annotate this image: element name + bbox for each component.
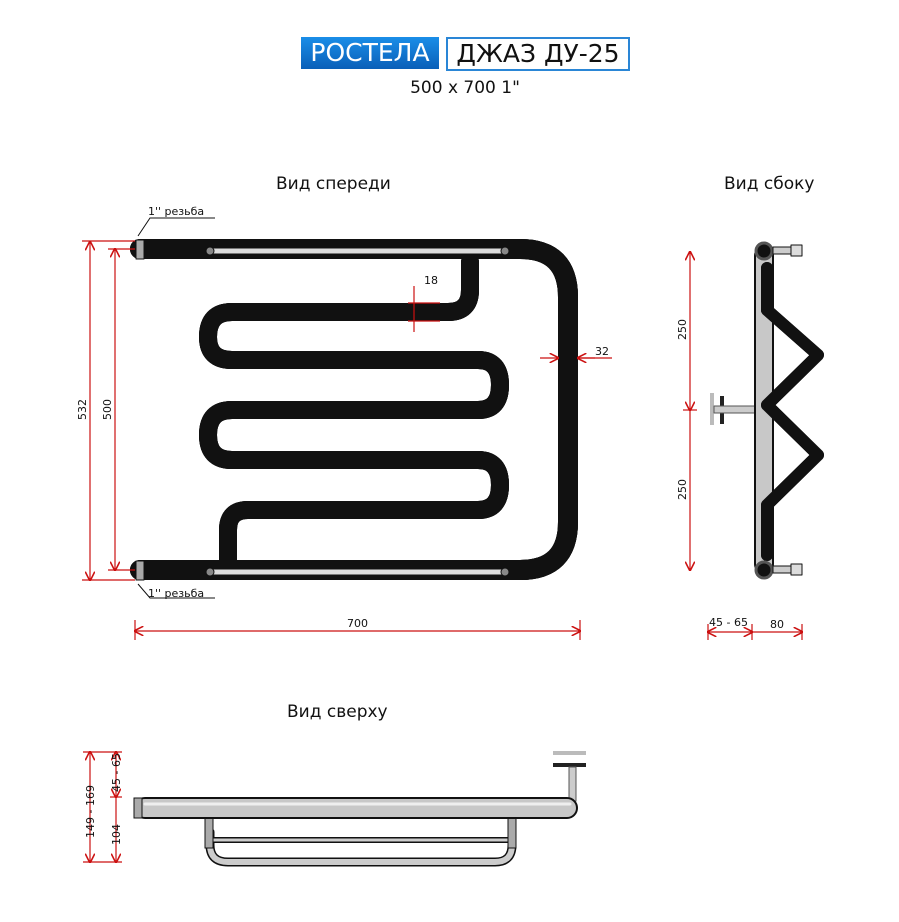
side-lower-label: 250 [676,479,689,500]
side-wall-gap-label: 45 - 65 [709,616,748,629]
side-upper-label: 250 [676,319,689,340]
top-total-label: 149 - 169 [84,785,97,838]
size-label: 500 x 700 1" [410,78,520,98]
overall-height-label: 532 [76,399,89,420]
top-view [133,751,586,867]
side-depth-label: 80 [770,618,784,631]
brand-label: РОСТЕЛА [301,37,439,69]
top-wall-gap-label: 45 - 65 [110,753,123,792]
model-label: ДЖАЗ ДУ-25 [446,37,630,71]
side-view [710,241,824,580]
side-dimensions [683,252,802,640]
bend-label: 18 [424,274,438,287]
top-depth-label: 104 [110,824,123,845]
thread-bottom-label: 1'' резьба [148,587,204,600]
pipe-label: 32 [595,345,609,358]
top-dimensions [83,752,122,862]
width-label: 700 [347,617,368,630]
front-dimensions [82,240,612,640]
center-height-label: 500 [101,399,114,420]
thread-top-label: 1'' резьба [148,205,204,218]
front-view-pipes [130,239,578,581]
front-view-title: Вид спереди [276,174,391,194]
side-view-title: Вид сбоку [724,174,815,194]
top-view-title: Вид сверху [287,702,388,722]
